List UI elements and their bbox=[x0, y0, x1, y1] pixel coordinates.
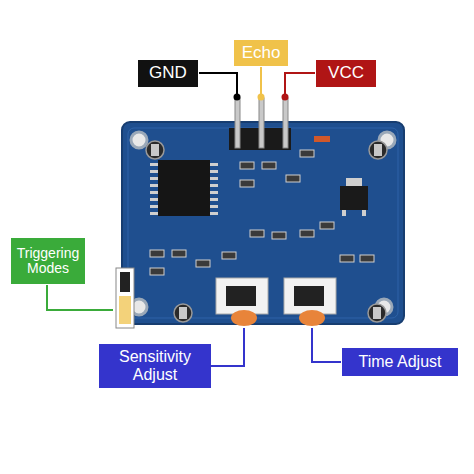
label-text: Triggering Modes bbox=[15, 246, 81, 277]
pin-label: VCC bbox=[316, 60, 376, 87]
label-text: VCC bbox=[328, 64, 364, 83]
label-text: GND bbox=[149, 64, 187, 83]
label-text: Time Adjust bbox=[359, 353, 442, 371]
pin-label: Echo bbox=[234, 40, 288, 66]
callout-label: Triggering Modes bbox=[11, 238, 85, 284]
label-text: Sensitivity Adjust bbox=[103, 348, 207, 383]
callout-label: Sensitivity Adjust bbox=[99, 344, 211, 388]
label-text: Echo bbox=[242, 44, 281, 63]
pin-label: GND bbox=[138, 60, 198, 87]
callout-label: Time Adjust bbox=[342, 348, 458, 376]
